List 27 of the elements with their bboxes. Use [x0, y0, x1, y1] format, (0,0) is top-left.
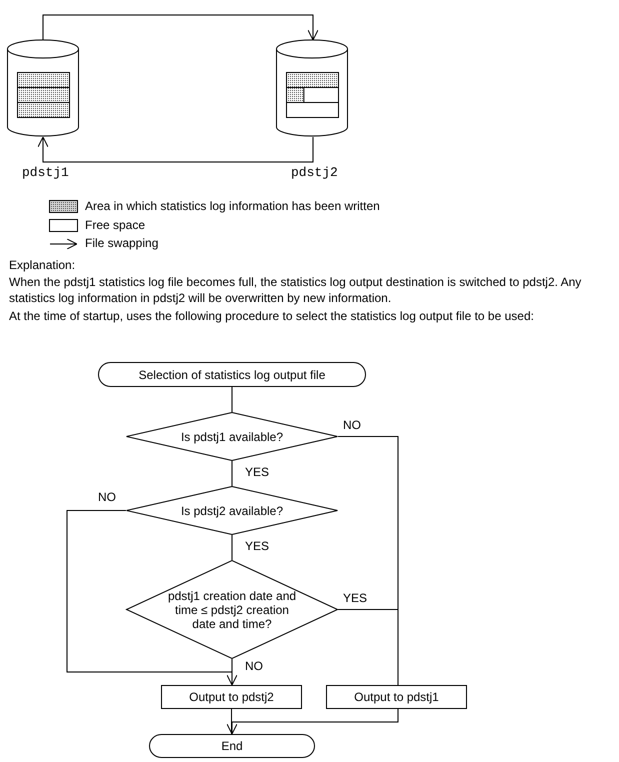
decision-text: Is pdstj2 available? [180, 504, 284, 518]
connector-line [231, 708, 232, 734]
heading-text: Explanation: [9, 257, 76, 273]
edge-label: YES [245, 539, 270, 553]
arrow [66, 510, 238, 686]
node-text: Output to pdstj2 [189, 690, 274, 704]
edge-label: NO [98, 490, 116, 504]
legend-text: File swapping [85, 236, 158, 250]
decision-text: Is pdstj1 available? [180, 430, 284, 444]
file-name-label: pdstj1 [22, 165, 69, 180]
legend-text: Free space [85, 218, 146, 232]
edge-label: YES [343, 591, 368, 605]
decision-text: pdstj1 creation date and time ≤ pdstj2 creation date and time? [166, 588, 298, 630]
arrow [226, 708, 398, 734]
arrow [42, 14, 318, 40]
explanation-text: At the time of startup, uses the following procedure to select the statistics log output file to be used: [9, 308, 535, 324]
edge-label: YES [245, 465, 270, 479]
file-name-label: pdstj2 [291, 165, 338, 180]
edge-label: NO [343, 418, 361, 432]
explanation-text: When the pdstj1 statistics log file becomes full, the statistics log output destination is switched to pdstj2. Any statistics log information in pdstj2 will be overwritten by new information. [9, 274, 582, 306]
node-text: Selection of statistics log output file [138, 368, 326, 382]
legend-text: Area in which statistics log information has been written [85, 199, 380, 213]
node-text: End [221, 739, 243, 753]
node-text: Output to pdstj1 [354, 690, 439, 704]
arrow [38, 136, 314, 162]
connector-line [338, 609, 398, 686]
edge-label: NO [245, 659, 263, 673]
